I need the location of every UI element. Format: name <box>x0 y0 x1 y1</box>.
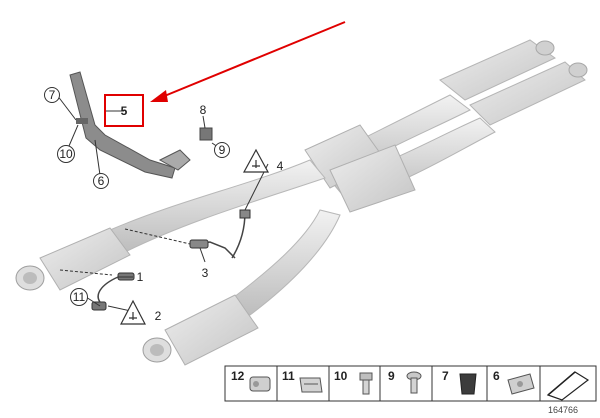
callout-8-label: 8 <box>200 103 207 117</box>
rear-muffler-lower <box>469 61 588 126</box>
callout-1[interactable]: 1 <box>137 270 144 284</box>
callout-3[interactable]: 3 <box>202 266 209 280</box>
legend-item-12[interactable]: 12 <box>231 369 271 392</box>
bracket-clip-icon <box>507 373 535 395</box>
callout-2-label: 2 <box>155 309 162 323</box>
hex-bolt-icon <box>359 372 373 395</box>
legend-item-6[interactable]: 6 <box>493 369 535 395</box>
callout-11-label: 11 <box>73 290 86 304</box>
navigation-arrow-icon[interactable] <box>546 371 590 401</box>
callout-7-label: 7 <box>49 88 56 102</box>
rubber-grommet-icon <box>459 373 477 395</box>
legend-item-10[interactable]: 10 <box>334 369 373 395</box>
legend-9-label: 9 <box>388 369 395 383</box>
sensor-wire-4 <box>231 209 251 259</box>
legend-6-label: 6 <box>493 369 500 383</box>
front-pipe-upper <box>109 159 326 253</box>
callout-5-highlight[interactable]: 5 <box>104 94 144 127</box>
exhaust-system-artwork <box>15 39 588 366</box>
front-catalyst-upper <box>39 227 131 291</box>
callout-3-label: 3 <box>202 266 209 280</box>
warning-plug-triangle-icon <box>120 299 146 325</box>
callout-10-label: 10 <box>59 147 73 161</box>
legend-11-label: 11 <box>282 369 295 383</box>
callout-6-label: 6 <box>98 174 105 188</box>
callout-8[interactable]: 8 <box>200 103 207 117</box>
middle-catalyst-2 <box>329 144 416 213</box>
legend-7-label: 7 <box>442 369 449 383</box>
clip-part-8 <box>199 127 213 141</box>
callout-4-label: 4 <box>277 159 284 173</box>
legend-item-9[interactable]: 9 <box>388 369 422 394</box>
callout-10[interactable]: 10 <box>57 145 75 163</box>
rear-muffler-upper <box>439 39 556 101</box>
red-pointer-arrow <box>150 21 346 102</box>
callout-2[interactable]: 2 <box>120 299 162 325</box>
hose-clamp-icon <box>249 376 271 392</box>
parts-legend: 12 11 10 9 <box>224 365 597 402</box>
legend-item-7[interactable]: 7 <box>442 369 477 395</box>
callout-7[interactable]: 7 <box>44 87 60 103</box>
screw-icon <box>406 371 422 394</box>
diagram-number: 164766 <box>548 405 578 415</box>
sensor-2 <box>91 301 107 311</box>
legend-10-label: 10 <box>334 369 348 383</box>
callout-9-label: 9 <box>219 143 226 157</box>
callout-1-label: 1 <box>137 270 144 284</box>
callout-5-label: 5 <box>121 104 128 118</box>
legend-12-label: 12 <box>231 369 245 383</box>
bracket-assembly <box>69 71 191 179</box>
callout-6[interactable]: 6 <box>93 173 109 189</box>
legend-item-11[interactable]: 11 <box>282 369 323 393</box>
callout-11[interactable]: 11 <box>70 288 88 306</box>
sensor-3 <box>189 239 236 259</box>
front-catalyst-lower <box>164 294 259 366</box>
cable-clip-icon <box>299 377 323 393</box>
callout-9[interactable]: 9 <box>214 142 230 158</box>
front-pipe-lower <box>229 209 341 316</box>
warning-plug-triangle-icon <box>242 148 270 173</box>
callout-4[interactable]: 4 <box>242 148 284 173</box>
